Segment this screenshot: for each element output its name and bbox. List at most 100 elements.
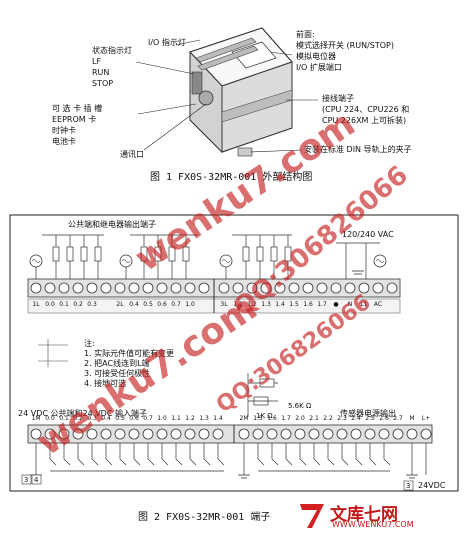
- terminal-label: 1L: [32, 301, 40, 308]
- note-item: 4. 接地可选: [84, 379, 127, 388]
- terminal-label: 1.0: [157, 415, 167, 422]
- output-voltage-label: 24VDC: [418, 481, 446, 490]
- logo-text: 文库七网: [330, 505, 398, 525]
- terminal-label: 2L: [116, 301, 124, 308]
- terminal-label: 1.1: [233, 301, 243, 308]
- label-terminals-2: CPU 226XM 上可拆装): [322, 116, 407, 125]
- terminal-label: ●: [333, 301, 339, 308]
- note-item: 3. 可接受任何极性: [84, 369, 151, 378]
- terminal-label: 1.5: [253, 415, 263, 422]
- wiring-diagram: [9, 214, 459, 492]
- figure-1: I/O 指示灯 状态指示灯 LF RUN STOP 前面: 模式选择开关 (RU…: [0, 0, 468, 190]
- marker-3: 3: [24, 476, 29, 484]
- figure-1-caption: 图 1 FX0S-32MR-001 外部结构图: [150, 172, 313, 183]
- terminal-label: 0.6: [157, 301, 167, 308]
- label-front-1: 模式选择开关 (RUN/STOP): [296, 41, 394, 50]
- label-din-rail: 安装在标准 DIN 导轨上的夹子: [304, 145, 412, 154]
- label-battery: 电池卡: [52, 137, 76, 146]
- terminal-label: [99, 300, 113, 312]
- terminal-label: 1.7: [281, 415, 291, 422]
- terminal-label: 1.5: [289, 301, 299, 308]
- terminal-label: 2.1: [309, 415, 319, 422]
- label-eeprom: EEPROM 卡: [52, 115, 97, 124]
- terminal-label: 1.1: [171, 415, 181, 422]
- terminal-label: 0.4: [101, 415, 111, 422]
- terminal-label: 3L: [220, 301, 228, 308]
- notes-block: 注: 1. 实际元件值可能有变更 2. 把AC线连到L端 3. 可接受任何极性 …: [84, 339, 174, 389]
- terminal-label: 2.2: [323, 415, 333, 422]
- terminal-label: 1.4: [275, 301, 285, 308]
- terminal-label: 1.2: [185, 415, 195, 422]
- label-status-led: 状态指示灯: [92, 46, 132, 55]
- terminal-label: 2.4: [351, 415, 361, 422]
- label-terminals-title: 接线端子: [322, 94, 354, 103]
- terminal-label: 2.3: [337, 415, 347, 422]
- terminal-label: 0.5: [143, 301, 153, 308]
- terminal-label: 0.6: [129, 415, 139, 422]
- note-item: 2. 把AC线连到L端: [84, 359, 150, 368]
- terminal-label: 2.6: [379, 415, 389, 422]
- terminal-label: 1M: [31, 415, 41, 422]
- label-io-led: I/O 指示灯: [148, 38, 186, 47]
- ac-voltage-label: 120/240 VAC: [342, 230, 394, 239]
- bottom-terminal-labels-left: 1M 0.0 0.1 0.2 0.3 0.4 0.5 0.6 0.7 1.0 1…: [29, 414, 225, 424]
- label-clock: 时钟卡: [52, 126, 76, 135]
- label-stop: STOP: [92, 79, 114, 88]
- terminal-label: 0.0: [45, 301, 55, 308]
- terminal-label: L+: [421, 415, 431, 422]
- terminal-label: 0.1: [59, 415, 69, 422]
- terminal-label: 1.2: [247, 301, 257, 308]
- plc-device-illustration: [135, 27, 318, 157]
- terminal-label: 2.7: [393, 415, 403, 422]
- label-comm-port: 通讯口: [120, 150, 144, 159]
- terminal-label: 0.4: [129, 301, 139, 308]
- resistor-label-2: 1K Ω: [256, 412, 273, 420]
- note-item: 1. 实际元件值可能有变更: [84, 349, 175, 358]
- terminal-label: L1: [360, 301, 368, 308]
- terminal-label: 1.0: [185, 301, 195, 308]
- terminal-label: 0.0: [45, 415, 55, 422]
- top-terminal-labels-left: 1L 0.0 0.1 0.2 0.3 2L 0.4 0.5 0.6 0.7 1.…: [29, 300, 215, 312]
- bottom-left-title: 24 VDC 公共端和24 VDC 输入端子: [18, 409, 147, 418]
- terminal-label: 1.3: [199, 415, 209, 422]
- logo-mark-icon: [300, 504, 324, 528]
- terminal-label: M: [409, 415, 415, 422]
- terminal-label: 1.6: [303, 301, 313, 308]
- bottom-right-title: 传感器电源输出: [340, 409, 396, 418]
- label-front-title: 前面:: [296, 30, 315, 39]
- top-terminal-title: 公共端和继电器输出端子: [68, 220, 156, 229]
- resistor-label-1: 5.6K Ω: [288, 402, 312, 410]
- terminal-label: 0.2: [73, 415, 83, 422]
- terminal-label: 0.2: [73, 301, 83, 308]
- terminal-label: 0.3: [87, 301, 97, 308]
- terminal-label: 0.3: [87, 415, 97, 422]
- terminal-label: 2.0: [295, 415, 305, 422]
- terminal-label: N: [347, 301, 353, 308]
- terminal-label: 0.5: [115, 415, 125, 422]
- terminal-label: 1.6: [267, 415, 277, 422]
- bottom-terminal-labels-right: 2M 1.5 1.6 1.7 2.0 2.1 2.2 2.3 2.4 2.5 2…: [237, 414, 433, 424]
- terminal-label: 1.4: [213, 415, 223, 422]
- top-terminal-labels-right: 3L 1.1 1.2 1.3 1.4 1.5 1.6 1.7 ● N L1 AC: [217, 300, 399, 312]
- terminal-label: 2.5: [365, 415, 375, 422]
- terminal-label: AC: [373, 301, 383, 308]
- terminal-label: 1.3: [261, 301, 271, 308]
- terminal-label: 1.7: [317, 301, 327, 308]
- label-terminals-1: (CPU 224、CPU226 和: [322, 105, 410, 114]
- label-front-2: 模拟电位器: [296, 52, 336, 61]
- logo-url: WWW.WENKU7.COM: [332, 520, 414, 529]
- marker-3b: 3: [406, 482, 411, 490]
- label-lf: LF: [92, 57, 102, 66]
- figure-2-caption: 图 2 FX0S-32MR-001 端子: [138, 512, 271, 523]
- wenku-logo: 文库七网 WWW.WENKU7.COM: [298, 500, 462, 532]
- terminal-label: 2M: [239, 415, 249, 422]
- label-run: RUN: [92, 68, 110, 77]
- figure-2: 公共端和继电器输出端子 120/240 VAC 1L 0.0 0.1 0.2 0…: [8, 213, 460, 493]
- terminal-label: 0.7: [143, 415, 153, 422]
- marker-4: 4: [34, 476, 39, 484]
- terminal-label: 0.1: [59, 301, 69, 308]
- label-front-3: I/O 扩展端口: [296, 63, 342, 72]
- notes-title: 注:: [84, 339, 95, 348]
- label-option-slot: 可 选 卡 插 槽: [52, 104, 103, 113]
- terminal-label: 0.7: [171, 301, 181, 308]
